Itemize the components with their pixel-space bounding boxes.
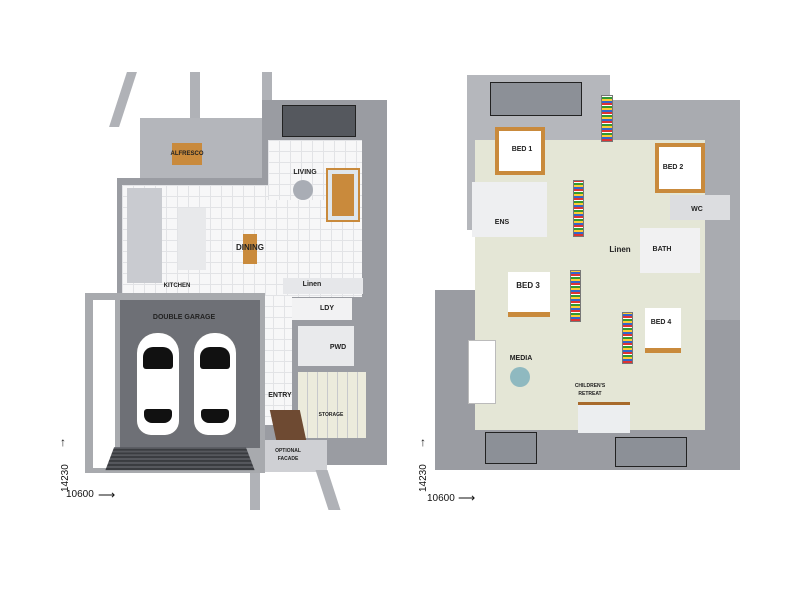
dining-table: [243, 234, 257, 264]
room-label-bath: BATH: [652, 246, 672, 253]
wc: [670, 195, 730, 220]
facade-post: [315, 470, 341, 510]
upper-floor-plan: BED 1 BED 2 ENS WC Linen BATH BED 3 BED …: [400, 0, 800, 600]
car: [137, 333, 179, 435]
garage-door: [105, 447, 255, 471]
ground-floor-plan: ALFRESCO LIVING DINING KITCHEN Linen LDY…: [60, 72, 387, 510]
room-label-bed-4: BED 4: [650, 319, 672, 326]
room-label-media: MEDIA: [509, 355, 533, 362]
media-rug: [510, 367, 530, 387]
alfresco-table: [172, 143, 202, 165]
robe-shelves: [573, 180, 584, 237]
media-sofa: [468, 340, 496, 404]
optional-facade-text: OPTIONAL FACADE: [275, 448, 301, 462]
powder-room: [298, 326, 354, 366]
room-label-bed-1: BED 1: [511, 146, 533, 153]
living-sofa: [326, 168, 360, 222]
coffee-table: [293, 180, 313, 200]
ensuite: [472, 182, 547, 237]
living-window: [282, 105, 356, 137]
pergola-post: [109, 72, 137, 127]
pergola-post: [190, 72, 200, 127]
room-label-wc: WC: [691, 206, 703, 213]
room-label-storage: STORAGE: [318, 412, 344, 418]
arrow-right-icon: ⟶: [458, 491, 476, 505]
room-label-laundry: LDY: [320, 305, 334, 312]
alfresco-area: [140, 118, 265, 182]
arrow-up-icon: ↑: [60, 435, 66, 449]
garage-side-path: [93, 300, 115, 468]
pergola-post: [262, 72, 272, 127]
car: [194, 333, 236, 435]
dimension-depth: 14230: [60, 464, 71, 492]
optional-facade-area: [265, 440, 327, 472]
room-label-living: LIVING: [293, 169, 317, 176]
facade-post: [250, 470, 260, 510]
kitchen-bench: [127, 188, 162, 283]
room-label-entry: ENTRY: [268, 392, 292, 399]
front-door-mat: [269, 410, 307, 440]
bathroom: [640, 228, 700, 273]
robe-shelves: [601, 95, 613, 142]
room-label-alfresco: ALFRESCO: [170, 151, 204, 157]
retreat-sofa: [578, 402, 630, 433]
room-label-linen: Linen: [302, 281, 322, 288]
arrow-up-icon: ↑: [420, 435, 426, 449]
room-label-childrens-retreat: CHILDREN'S RETREAT: [570, 382, 610, 398]
robe-shelves: [622, 312, 633, 364]
dimension-width: 10600: [66, 489, 94, 500]
room-label-kitchen: KITCHEN: [163, 283, 191, 289]
entry-floor: [262, 295, 292, 425]
dimension-width: 10600: [427, 493, 455, 504]
room-label-dining: DINING: [236, 243, 264, 252]
window: [490, 82, 582, 116]
room-label-ensuite: ENS: [494, 219, 510, 226]
laundry-room: [292, 298, 352, 320]
childrens-retreat-text: CHILDREN'S RETREAT: [574, 383, 606, 397]
living-dining-floor: [122, 185, 362, 297]
linen-cupboard: [283, 278, 363, 294]
bed-4: [645, 308, 681, 353]
bed-1: [495, 127, 545, 175]
window: [615, 437, 687, 467]
room-label-bed-3: BED 3: [516, 281, 540, 290]
room-label-optional-facade: OPTIONAL FACADE: [270, 447, 306, 463]
window: [485, 432, 537, 464]
bed-2: [655, 143, 705, 193]
room-label-powder: PWD: [329, 344, 347, 351]
kitchen-island: [178, 208, 206, 270]
arrow-right-icon: ⟶: [98, 488, 116, 502]
bed-3: [508, 272, 550, 317]
staircase: [298, 372, 366, 438]
room-label-linen: Linen: [609, 245, 631, 254]
room-label-garage: DOUBLE GARAGE: [152, 314, 216, 321]
robe-shelves: [570, 270, 581, 322]
room-label-bed-2: BED 2: [662, 164, 684, 171]
dimension-depth: 14230: [418, 464, 429, 492]
